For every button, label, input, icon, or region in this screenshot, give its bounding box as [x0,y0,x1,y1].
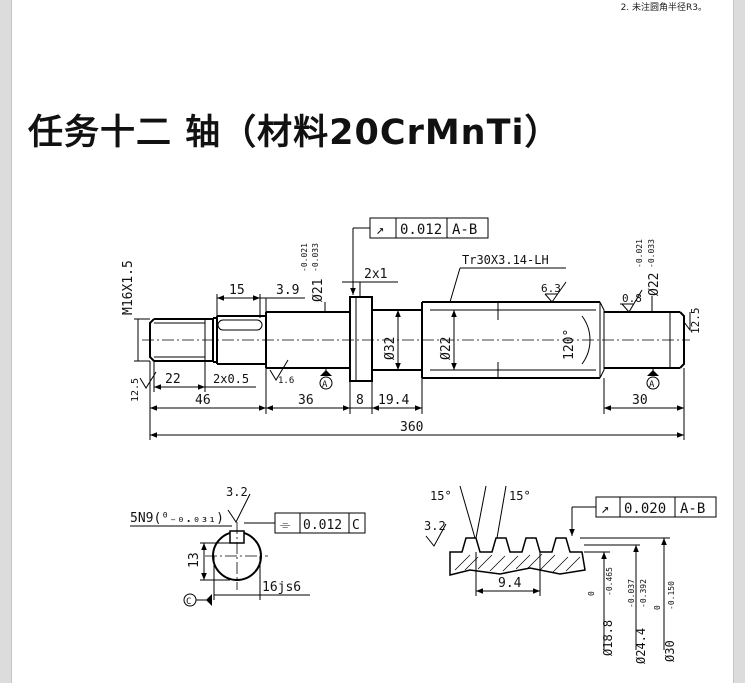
keyway-section-view: 5N9(⁰₋₀.₀₃₁) 3.2 ⌯ 0.012 C 13 16js6 C [130,485,366,607]
dim-8: 8 [356,393,364,408]
svg-text:0.020: 0.020 [624,501,666,517]
dim-36: 36 [298,393,314,408]
svg-text:⌯: ⌯ [280,518,291,533]
datum-b-marker: A [646,368,660,390]
svg-text:-0.037: -0.037 [627,579,636,608]
svg-text:A: A [649,380,655,390]
flank-angle-right: 15° [509,489,531,503]
svg-text:-0.150: -0.150 [667,581,676,610]
svg-text:3.2: 3.2 [424,519,446,533]
trapezoidal-thread-label: Tr30X3.14-LH [462,253,549,267]
page-title: 任务十二 轴（材料20CrMnTi） [28,113,561,153]
roughness-1-6: 1.6 [269,359,294,386]
svg-text:↗: ↗ [601,501,609,517]
pitch-diameter-label: Ø24.4 [634,628,648,664]
runout-datum: A-B [452,222,477,238]
dia-21-callout: Ø21 -0.021 -0.033 [300,243,326,312]
dim-46: 46 [195,393,211,408]
datum-c-marker: C [183,593,212,607]
svg-text:Ø21: Ø21 [311,279,326,302]
runout-frame-thread: ↗ 0.020 A-B [569,496,717,536]
thread-pitch-dim: 9.4 [498,576,522,591]
dim-13: 13 [187,552,202,568]
svg-text:1.6: 1.6 [278,376,294,386]
keyway-segment [213,312,267,368]
slot-length-dim: 15 [229,283,245,298]
top-note: 2. 未注圆角半径R3。 [620,3,707,13]
trapezoidal-thread-section [422,301,605,379]
dia-22-right-callout: Ø22 -0.021 -0.033 [635,239,662,312]
roughness-6-3: 6.3 [541,281,567,303]
datum-a-marker: A [319,368,333,390]
roughness-3-2-section: 3.2 [226,485,251,523]
runout-frame-top: ↗ 0.012 A-B [350,217,489,295]
svg-text:C: C [352,518,360,533]
angle-120-label: 120° [562,329,577,360]
svg-text:C: C [186,597,191,607]
keyway-tolerance: 5N9(⁰₋₀.₀₃₁) [130,511,224,526]
svg-text:-0.392: -0.392 [639,579,648,608]
minor-diameter-label: Ø18.8 [601,620,615,656]
dim-19-4: 19.4 [378,393,409,408]
svg-text:6.3: 6.3 [541,282,561,295]
svg-text:3.2: 3.2 [226,485,248,499]
dim-22: 22 [165,372,181,387]
runout-value: 0.012 [400,222,442,238]
thread-callout-left: M16X1.5 [121,260,150,362]
svg-text:A: A [322,380,328,390]
svg-text:-0.465: -0.465 [605,567,614,596]
svg-text:A-B: A-B [680,501,705,517]
flank-angle-left: 15° [430,489,452,503]
svg-text:0.8: 0.8 [622,292,642,305]
major-diameter-label: Ø30 [663,640,677,662]
roughness-12-5-right: 12.5 [683,308,702,335]
svg-text:0.012: 0.012 [303,518,342,533]
svg-text:0: 0 [653,605,662,610]
symmetry-frame: ⌯ 0.012 C [244,512,366,534]
chamfer-label: 2x1 [364,267,387,282]
svg-text:12.5: 12.5 [130,378,141,402]
dim-30: 30 [632,393,648,408]
svg-text:0: 0 [587,591,596,596]
dia-32-label: Ø32 [383,337,398,360]
svg-text:-0.021: -0.021 [635,239,644,268]
svg-text:-0.033: -0.033 [647,239,656,268]
overall-length-dim: 360 [400,420,423,435]
collar-section [349,296,423,382]
dim-16js6: 16js6 [262,580,301,595]
left-thread-section [149,318,214,362]
thread-m16-label: M16X1.5 [121,260,136,315]
svg-text:-0.033: -0.033 [311,243,320,272]
svg-text:Ø22: Ø22 [647,273,662,296]
shaft-main-view: ↗ 0.012 A-B M16X1.5 15 3.9 Ø21 -0.021 -0… [121,217,702,440]
keyway-slot [217,319,263,331]
svg-text:-0.021: -0.021 [300,243,309,272]
roughness-3-2-thread: 3.2 [424,519,447,547]
dia-22-mid-label: Ø22 [439,337,454,360]
undercut-label: 2x0.5 [213,372,249,386]
roughness-0-8: 0.8 [620,289,643,313]
thread-profile-detail: 15° 15° 3.2 ↗ 0.020 A-B 9.4 Ø18.8 0 -0.4… [424,485,717,664]
runout-symbol: ↗ [376,222,384,238]
dim-3-9: 3.9 [276,283,299,298]
roughness-12-5-left: 12.5 [130,371,157,402]
svg-text:12.5: 12.5 [689,308,702,335]
bearing-journal-right [604,311,685,369]
